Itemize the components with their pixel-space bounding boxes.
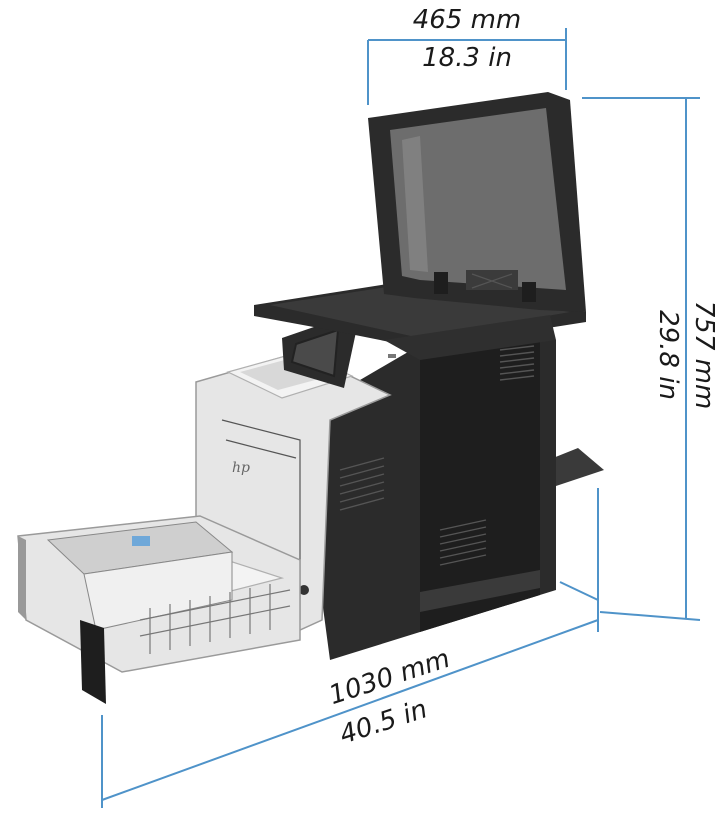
hp-logo-mark: hp xyxy=(232,460,250,476)
document-feeder-hinges xyxy=(434,270,536,302)
rear-output-tray xyxy=(548,448,604,486)
side-vents xyxy=(339,345,535,566)
usb-port-icon xyxy=(388,354,396,358)
paper-tray-open[interactable] xyxy=(17,515,301,704)
touchscreen[interactable] xyxy=(290,328,340,378)
height-metric-label: 757 mm xyxy=(689,301,719,410)
width-metric-label: 465 mm xyxy=(413,5,522,35)
paper-guide-tab[interactable] xyxy=(132,536,150,546)
width-dimension: 465 mm 18.3 in xyxy=(367,5,567,105)
width-imperial-label: 18.3 in xyxy=(422,43,512,73)
lid-underside xyxy=(390,108,566,290)
height-dimension: 757 mm 29.8 in xyxy=(582,97,719,621)
height-imperial-label: 29.8 in xyxy=(653,310,683,400)
power-button-icon xyxy=(299,585,309,595)
printer-illustration: hp xyxy=(17,92,604,704)
